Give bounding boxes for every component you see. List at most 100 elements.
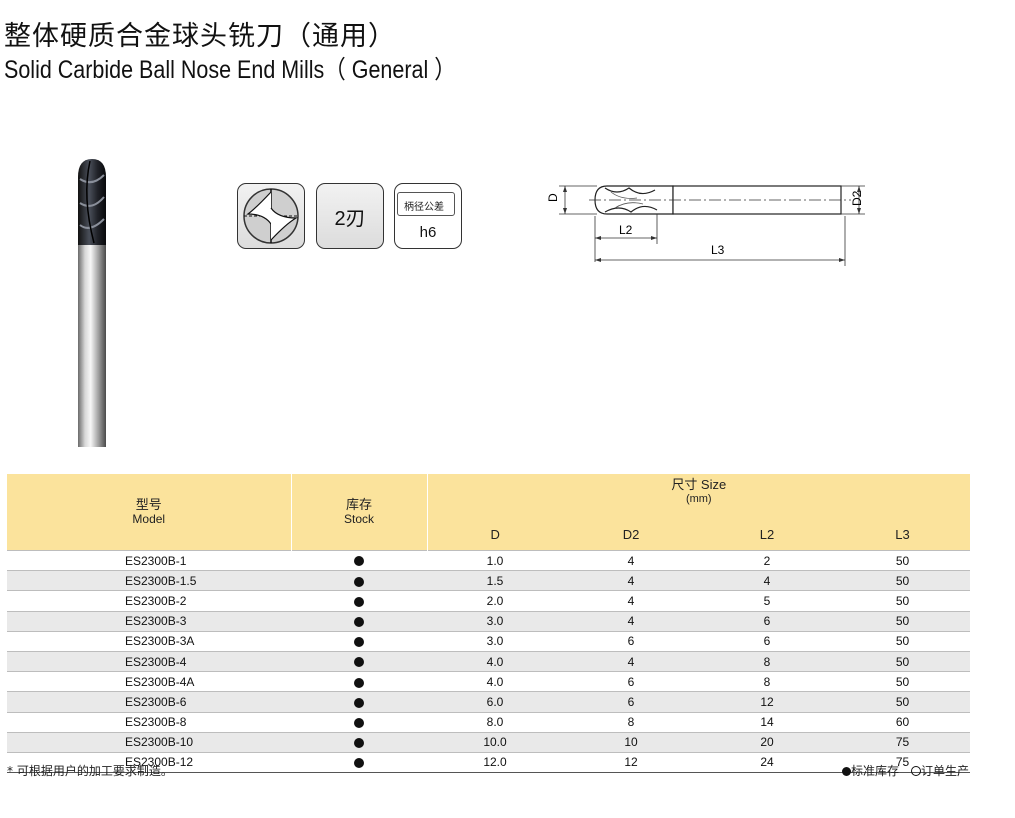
stock-cell [291,691,427,712]
stock-dot-icon [354,556,364,567]
model-cell: ES2300B-3 [7,611,291,632]
d2-cell: 4 [563,570,699,591]
l2-cell: 2 [699,550,835,571]
l3-cell: 75 [835,732,971,753]
d-cell: 1.0 [427,550,563,571]
stock-dot-icon [354,616,364,627]
page-title-cn: 整体硬质合金球头铣刀（通用） [4,21,396,52]
l3-cell: 50 [835,651,971,672]
custom-order-note: * 可根据用户的加工要求制造。 [7,764,173,778]
d2-cell: 4 [563,651,699,672]
d-cell: 10.0 [427,732,563,753]
l2-cell: 4 [699,570,835,591]
model-cell: ES2300B-3A [7,631,291,652]
order-production-ring-icon [910,766,921,776]
stock-dot-icon [354,637,364,648]
dim-l2-label: L2 [619,223,633,237]
header-stock-en: Stock [343,511,374,526]
page-title-en: Solid Carbide Ball Nose End Mills（ Gener… [4,56,456,84]
d2-cell: 12 [563,752,699,773]
dimension-drawing: D D2 L2 L3 [546,185,865,266]
stock-cell [291,671,427,692]
d2-cell: 4 [563,590,699,612]
d2-cell: 8 [563,712,699,733]
stock-dot-icon [354,657,364,668]
l3-cell: 50 [835,611,971,632]
l2-cell: 8 [699,671,835,692]
model-cell: ES2300B-4A [7,671,291,692]
model-cell: ES2300B-1 [7,550,291,571]
stock-cell [291,651,427,672]
spec-table: 型号 Model 库存 Stock 尺寸 Size (mm) D D2 L2 L… [7,474,971,773]
stock-dot-icon [354,677,364,688]
l3-cell: 50 [835,570,971,591]
ball-nose-icon [237,183,305,249]
l3-cell: 50 [835,631,971,652]
header-model-en: Model [132,511,166,526]
d-cell: 1.5 [427,570,563,591]
model-cell: ES2300B-4 [7,651,291,672]
header-model-cn: 型号 [135,497,162,513]
header-col-l2: L2 [699,513,835,551]
stock-dot-icon [354,596,364,607]
l3-cell: 50 [835,671,971,692]
stock-dot-icon [354,576,364,587]
dim-d-label: D [546,193,560,202]
header-size: 尺寸 Size (mm) [427,474,971,513]
l2-cell: 20 [699,732,835,753]
stock-cell [291,590,427,612]
d2-cell: 6 [563,631,699,652]
l3-cell: 50 [835,550,971,571]
header-stock: 库存 Stock [291,474,428,551]
l3-cell: 50 [835,691,971,712]
stock-cell [291,631,427,652]
l3-cell: 50 [835,590,971,612]
l2-cell: 12 [699,691,835,712]
d2-cell: 6 [563,671,699,692]
d-cell: 4.0 [427,651,563,672]
l2-cell: 14 [699,712,835,733]
d-cell: 12.0 [427,752,563,773]
tolerance-value: h6 [419,224,437,241]
stock-dot-icon [354,738,364,749]
stock-cell [291,550,427,571]
header-col-d: D [427,513,563,551]
stock-cell [291,712,427,733]
l3-cell: 75 [835,752,971,773]
header-size-unit: (mm) [685,493,712,505]
stock-cell [291,611,427,632]
d2-cell: 4 [563,550,699,571]
d2-cell: 10 [563,732,699,753]
l2-cell: 24 [699,752,835,773]
l2-cell: 5 [699,590,835,612]
model-cell: ES2300B-6 [7,691,291,712]
model-cell: ES2300B-2 [7,590,291,612]
model-cell: ES2300B-8 [7,712,291,733]
model-cell: ES2300B-12 [7,752,291,773]
stock-dot-icon [354,697,364,708]
model-cell: ES2300B-1.5 [7,570,291,591]
flute-count-icon: 2刃 [316,183,384,249]
legend-order-label: 订单生产 [920,764,969,778]
d-cell: 8.0 [427,712,563,733]
l2-cell: 8 [699,651,835,672]
end-mill-photo [78,159,106,447]
stock-legend: 标准库存 订单生产 [841,762,969,779]
l3-cell: 60 [835,712,971,733]
stock-dot-icon [354,758,364,769]
stock-cell [291,570,427,591]
legend-standard-label: 标准库存 [850,764,899,778]
shank-symbol [397,192,455,216]
